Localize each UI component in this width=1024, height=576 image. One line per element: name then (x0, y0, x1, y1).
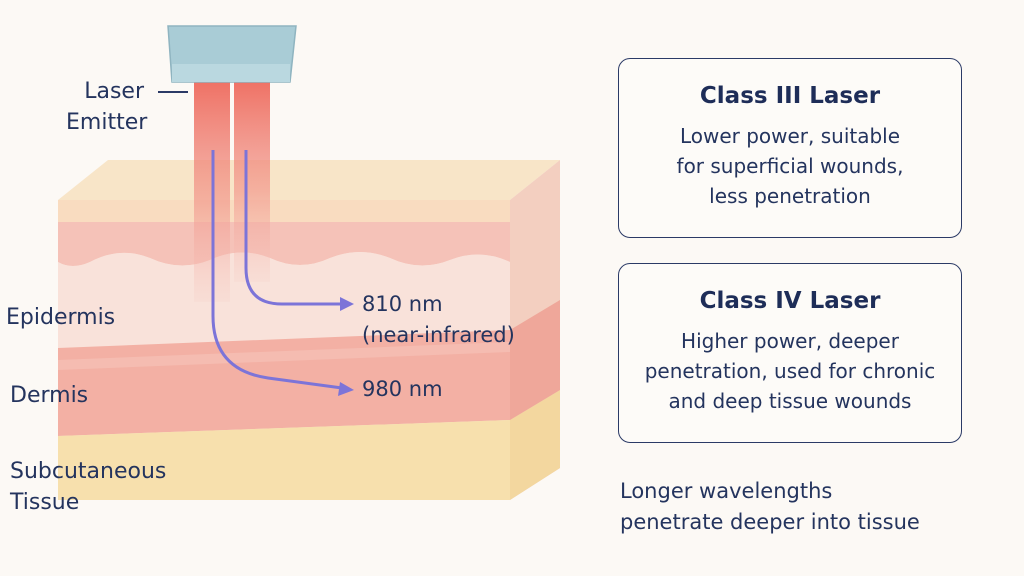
emitter-label-line-2: Emitter (66, 110, 148, 135)
class-iv-description: Higher power, deeper penetration, used f… (619, 326, 961, 416)
class-iii-line-3: less penetration (709, 184, 871, 208)
laser-emitter-tip (172, 64, 290, 82)
wavelength-note: Longer wavelengths penetrate deeper into… (620, 476, 920, 538)
class-iii-title: Class III Laser (699, 83, 881, 109)
wavelength-810-label: 810 nm (near-infrared) (362, 289, 515, 351)
block-top-face (58, 160, 560, 200)
class-iii-card: Class III Laser Lower power, suitable fo… (618, 58, 962, 238)
class-iv-title: Class IV Laser (699, 288, 881, 314)
dermis-label: Dermis (10, 383, 89, 408)
epidermis-label: Epidermis (6, 305, 116, 330)
subcutaneous-label-line-1: Subcutaneous (10, 459, 167, 484)
laser-emitter-label: Laser Emitter (66, 76, 148, 138)
subcutaneous-label-line-2: Tissue (10, 490, 80, 515)
block-side-dermis (510, 300, 560, 420)
arrow-980nm-head (338, 382, 354, 396)
arrow-980nm (211, 150, 343, 390)
class-iv-line-1: Higher power, deeper (681, 329, 899, 353)
wavelength-980-label: 980 nm (362, 377, 443, 401)
arrow-810nm (244, 150, 342, 306)
wavelength-810-value: 810 nm (362, 292, 443, 316)
class-iv-line-3: and deep tissue wounds (668, 389, 912, 413)
class-iii-line-2: for superficial wounds, (676, 154, 904, 178)
class-iv-line-2: penetration, used for chronic (644, 359, 936, 383)
wavelength-note-line-2: penetrate deeper into tissue (620, 510, 920, 534)
class-iii-description: Lower power, suitable for superficial wo… (619, 121, 961, 211)
layer-top-band (58, 200, 510, 222)
layer-subcutaneous (58, 420, 510, 500)
arrow-810nm-head (340, 297, 354, 311)
block-side-subcutaneous (510, 390, 560, 500)
layer-epidermis (58, 252, 510, 348)
layer-epidermis-upper (58, 222, 510, 266)
subcutaneous-label: Subcutaneous Tissue (10, 456, 166, 518)
wavelength-note-line-1: Longer wavelengths (620, 479, 833, 503)
layer-dermis-highlight (58, 342, 510, 370)
class-iii-line-1: Lower power, suitable (679, 124, 901, 148)
emitter-label-line-1: Laser (84, 79, 144, 104)
wavelength-810-type: (near-infrared) (362, 323, 515, 347)
laser-beam-right (234, 82, 270, 282)
class-iv-card: Class IV Laser Higher power, deeper pene… (618, 263, 962, 443)
